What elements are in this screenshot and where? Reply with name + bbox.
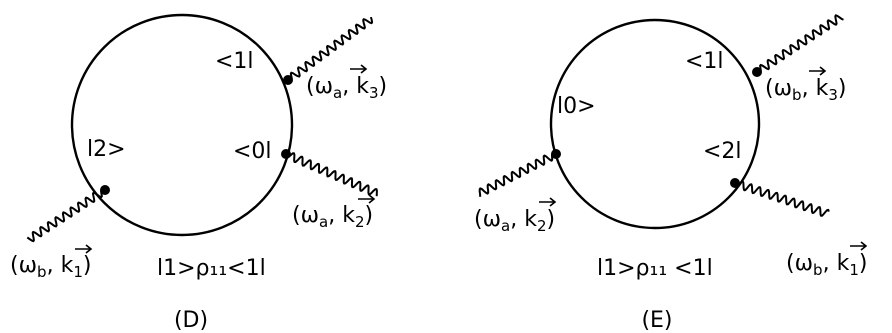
k-symbol: k	[342, 203, 355, 228]
vector-arrow-icon	[809, 66, 827, 76]
caption-d: (D)	[174, 308, 208, 333]
omega-subscript: a	[333, 84, 342, 102]
omega-subscript: a	[319, 213, 328, 231]
omega-symbol: ω	[19, 253, 37, 278]
photon-label-d-k3: (ωa, k3)	[306, 64, 387, 102]
svg-text:(ωa, k3): (ωa, k3)	[306, 74, 387, 102]
vertex-e-k3	[752, 67, 762, 77]
vector-arrow-icon	[539, 197, 557, 207]
vertex-e-k1	[730, 178, 740, 188]
vertex-d-k2	[281, 149, 291, 159]
vertex-e-k2	[551, 149, 561, 159]
omega-symbol: ω	[315, 74, 333, 99]
k-symbol: k	[61, 253, 74, 278]
caption-e: (E)	[641, 308, 672, 333]
svg-text:(ωb, k3): (ωb, k3)	[765, 76, 846, 104]
loop-circle-e	[549, 18, 761, 230]
state-mid-d: <0l	[233, 139, 272, 164]
state-top-e: <1l	[685, 49, 724, 74]
density-label-e: l1>ρ₁₁ <1l	[597, 256, 713, 281]
photon-line-e-k2	[478, 152, 557, 197]
photon-label-d-k1: (ωb, k1)	[10, 244, 93, 281]
vector-arrow-icon	[75, 244, 93, 254]
svg-text:(ωa, k2): (ωa, k2)	[292, 203, 373, 231]
k-subscript: 1	[73, 263, 83, 281]
omega-symbol: ω	[795, 251, 813, 276]
vertex-d-k1	[100, 185, 110, 195]
vector-arrow-icon	[358, 194, 376, 204]
omega-symbol: ω	[483, 207, 501, 232]
density-label-d: l1>ρ₁₁<1l	[157, 256, 266, 281]
k-symbol: k	[356, 74, 369, 99]
photon-label-e-k3: (ωb, k3)	[765, 66, 846, 104]
omega-subscript: b	[792, 86, 802, 104]
state-left-d: l2>	[87, 137, 126, 162]
vertex-d-k3	[283, 75, 293, 85]
photon-line-e-k1	[734, 180, 830, 217]
omega-symbol: ω	[774, 76, 792, 101]
diagram-d: <1l <0l l2> (ωa, k3) (ωa, k2) (ωb, k1) l…	[10, 13, 387, 333]
k-subscript: 2	[537, 217, 547, 235]
k-subscript: 3	[369, 84, 379, 102]
state-left-e: l0>	[557, 94, 596, 119]
k-subscript: 3	[828, 86, 838, 104]
k-symbol: k	[837, 251, 850, 276]
state-mid-e: <2l	[703, 139, 742, 164]
photon-line-e-k3	[756, 14, 844, 73]
photon-label-e-k2: (ωa, k2)	[474, 197, 557, 235]
svg-text:(ωb, k1): (ωb, k1)	[786, 251, 867, 279]
photon-line-d-k2	[285, 152, 378, 197]
diagram-e: <1l <2l l0> (ωb, k3) (ωa, k2) (ωb, k1) l…	[474, 14, 868, 333]
k-subscript: 1	[849, 261, 859, 279]
omega-subscript: b	[37, 263, 47, 281]
photon-line-d-k3	[287, 16, 374, 81]
loop-circle-d	[70, 13, 294, 237]
svg-text:(ωa, k2): (ωa, k2)	[474, 207, 555, 235]
vector-arrow-icon	[850, 241, 868, 251]
k-symbol: k	[524, 207, 537, 232]
k-symbol: k	[816, 76, 829, 101]
k-subscript: 2	[355, 213, 365, 231]
vector-arrow-icon	[350, 64, 368, 74]
svg-text:(ωb, k1): (ωb, k1)	[10, 253, 91, 281]
state-top-d: <1l	[215, 49, 254, 74]
photon-label-d-k2: (ωa, k2)	[292, 194, 376, 231]
photon-label-e-k1: (ωb, k1)	[786, 241, 868, 279]
omega-subscript: a	[501, 217, 510, 235]
photon-line-d-k1	[26, 189, 106, 243]
omega-symbol: ω	[301, 203, 319, 228]
omega-subscript: b	[813, 261, 823, 279]
